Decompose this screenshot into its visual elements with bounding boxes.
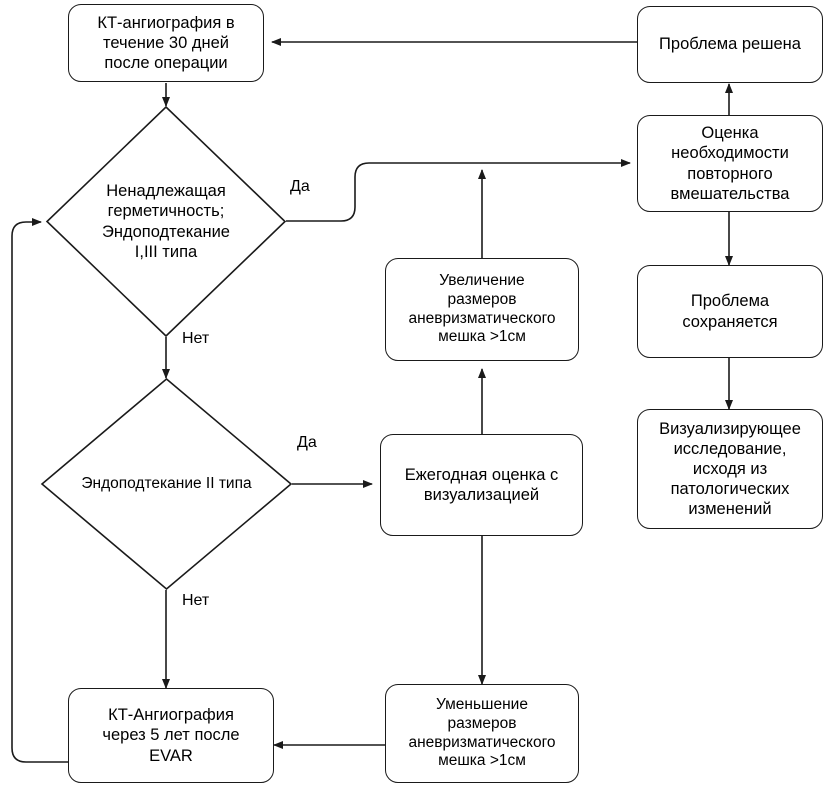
node-ct-angio-30days-label: КТ-ангиография в течение 30 дней после о… xyxy=(97,13,235,73)
node-ct-angio-5years-label: КТ-Ангиография через 5 лет после EVAR xyxy=(102,706,240,765)
node-problem-persists[interactable]: Проблема сохраняется xyxy=(637,265,823,358)
node-ct-angio-5years[interactable]: КТ-Ангиография через 5 лет после EVAR xyxy=(68,688,274,783)
node-problem-solved[interactable]: Проблема решена xyxy=(637,6,823,83)
node-leak-decision[interactable]: Ненадлежащая герметичность; Эндоподтекан… xyxy=(45,105,287,338)
edge-label-leak-yes: Да xyxy=(290,178,310,195)
endoleak2-decision-shape xyxy=(40,377,293,591)
edge-label-leak-no: Нет xyxy=(182,330,210,347)
node-sac-decrease-label: Уменьшение размеров аневризматического м… xyxy=(408,695,556,770)
edge-label-endoleak2-yes: Да xyxy=(297,434,317,451)
node-sac-decrease[interactable]: Уменьшение размеров аневризматического м… xyxy=(385,684,579,783)
leak-decision-shape xyxy=(45,105,287,338)
node-problem-solved-label: Проблема решена xyxy=(659,35,801,54)
edge-label-endoleak2-no: Нет xyxy=(182,592,210,609)
node-reintervention-assessment[interactable]: Оценка необходимости повторного вмешател… xyxy=(637,115,823,212)
node-ct-angio-30days[interactable]: КТ-ангиография в течение 30 дней после о… xyxy=(68,4,264,82)
node-problem-persists-label: Проблема сохраняется xyxy=(682,292,778,331)
node-annual-imaging[interactable]: Ежегодная оценка с визуализацией xyxy=(380,434,583,536)
node-imaging-study-label: Визуализирующее исследование, исходя из … xyxy=(659,419,801,519)
node-sac-increase-label: Увеличение размеров аневризматического м… xyxy=(408,271,556,346)
node-reintervention-assessment-label: Оценка необходимости повторного вмешател… xyxy=(670,124,790,203)
edge-leakdecision-yes-to-reintervention xyxy=(286,159,631,222)
node-sac-increase[interactable]: Увеличение размеров аневризматического м… xyxy=(385,258,579,361)
node-annual-imaging-label: Ежегодная оценка с визуализацией xyxy=(404,465,559,504)
node-endoleak2-decision[interactable]: Эндоподтекание II типа xyxy=(40,377,293,591)
node-imaging-study[interactable]: Визуализирующее исследование, исходя из … xyxy=(637,409,823,529)
